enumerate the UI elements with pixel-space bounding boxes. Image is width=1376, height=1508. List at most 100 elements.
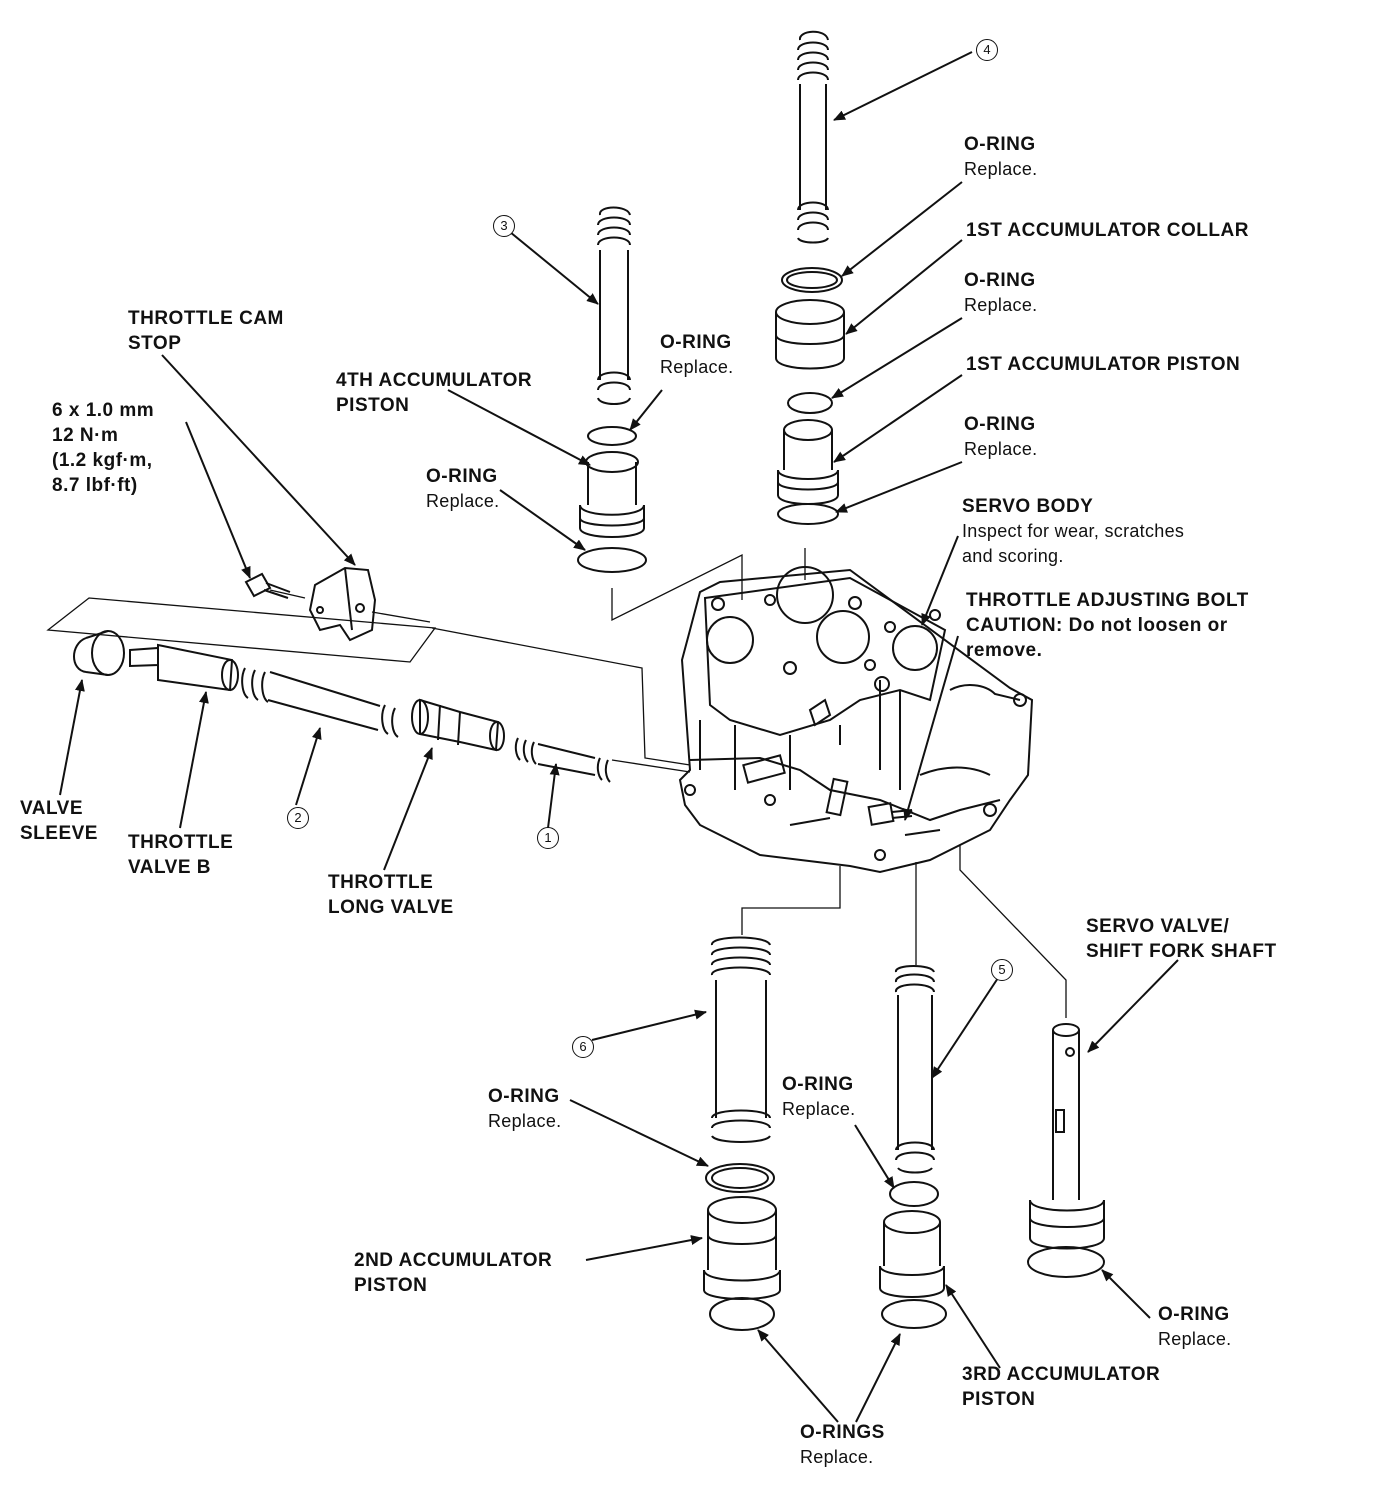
label-oring-third: O-RING Replace. <box>782 1072 855 1122</box>
label-line: THROTTLE CAM <box>128 308 284 329</box>
label-line: (1.2 kgf·m, <box>52 450 153 471</box>
label-line: 6 x 1.0 mm <box>52 400 155 421</box>
label-orings-bottom: O-RINGS Replace. <box>800 1420 885 1470</box>
label-oring-collar: O-RING Replace. <box>964 268 1037 318</box>
label-servo-valve-shift-fork-shaft: SERVO VALVE/ SHIFT FORK SHAFT <box>1086 914 1277 964</box>
label-line: 12 N·m <box>52 425 119 446</box>
servo-valve-oring-part <box>1027 1246 1105 1278</box>
throttle-cam-stop-part <box>308 566 377 642</box>
label-throttle-valve-b: THROTTLE VALVE B <box>128 830 233 880</box>
first-accumulator-piston-oring-part <box>787 392 833 414</box>
label-third-accumulator-piston: 3RD ACCUMULATOR PISTON <box>962 1362 1160 1412</box>
label-throttle-cam-stop: THROTTLE CAM STOP <box>128 306 284 356</box>
label-oring-fourth-upper: O-RING Replace. <box>660 330 733 380</box>
label-valve-sleeve: VALVE SLEEVE <box>20 796 98 846</box>
label-oring-servo: O-RING Replace. <box>1158 1302 1231 1352</box>
callout-1: 1 <box>537 827 559 849</box>
label-line: VALVE <box>20 798 84 819</box>
label-first-accumulator-collar: 1ST ACCUMULATOR COLLAR <box>966 218 1249 243</box>
first-accumulator-lower-oring-part <box>777 503 839 525</box>
label-note: Replace. <box>660 357 734 377</box>
label-second-accumulator-piston: 2ND ACCUMULATOR PISTON <box>354 1248 552 1298</box>
label-title: SERVO BODY <box>962 496 1094 517</box>
label-line: 4TH ACCUMULATOR <box>336 370 533 391</box>
label-line: 3RD ACCUMULATOR <box>962 1364 1161 1385</box>
spring-5-part <box>895 965 935 1174</box>
label-title: 1ST ACCUMULATOR PISTON <box>966 354 1241 375</box>
label-oring-fourth-lower: O-RING Replace. <box>426 464 499 514</box>
label-line: 2ND ACCUMULATOR <box>354 1250 553 1271</box>
third-accumulator-piston-part <box>879 1210 945 1298</box>
label-note: Replace. <box>1158 1329 1232 1349</box>
spring-1-part <box>514 737 611 783</box>
label-throttle-long-valve: THROTTLE LONG VALVE <box>328 870 454 920</box>
first-accumulator-piston-part <box>777 419 839 505</box>
label-title: O-RING <box>488 1086 560 1107</box>
label-oring-first-piston: O-RING Replace. <box>964 412 1037 462</box>
label-note: Inspect for wear, scratches <box>962 521 1185 541</box>
label-title: O-RING <box>964 270 1036 291</box>
callout-3: 3 <box>493 215 515 237</box>
spring-4-part <box>797 30 829 244</box>
label-throttle-adjusting-bolt: THROTTLE ADJUSTING BOLT CAUTION: Do not … <box>966 588 1249 663</box>
label-line: VALVE B <box>128 857 212 878</box>
label-caution: CAUTION: Do not loosen or <box>966 615 1228 636</box>
throttle-valve-b-part <box>129 643 239 692</box>
label-note: Replace. <box>426 491 500 511</box>
label-title: THROTTLE ADJUSTING BOLT <box>966 590 1249 611</box>
label-line: PISTON <box>354 1275 428 1296</box>
spring-6-part <box>710 936 771 1143</box>
third-accumulator-oring-part <box>889 1181 939 1207</box>
servo-valve-shaft-part <box>1029 1023 1105 1250</box>
first-accumulator-collar-part <box>775 299 845 370</box>
label-line: THROTTLE <box>328 872 434 893</box>
label-title: 1ST ACCUMULATOR COLLAR <box>966 220 1249 241</box>
label-title: O-RING <box>1158 1304 1230 1325</box>
spring-2-part <box>241 667 399 738</box>
label-note: Replace. <box>782 1099 856 1119</box>
label-title: O-RING <box>660 332 732 353</box>
label-bolt-spec: 6 x 1.0 mm 12 N·m (1.2 kgf·m, 8.7 lbf·ft… <box>52 398 154 498</box>
label-line: SERVO VALVE/ <box>1086 916 1230 937</box>
label-line: SHIFT FORK SHAFT <box>1086 941 1277 962</box>
fourth-accumulator-lower-oring-part <box>577 547 647 573</box>
label-note: Replace. <box>488 1111 562 1131</box>
label-servo-body: SERVO BODY Inspect for wear, scratches a… <box>962 494 1184 569</box>
fourth-accumulator-oring-part <box>587 426 637 446</box>
label-line: THROTTLE <box>128 832 234 853</box>
label-oring-top: O-RING Replace. <box>964 132 1037 182</box>
alignment-lines <box>46 548 1067 1018</box>
label-line: PISTON <box>336 395 410 416</box>
spring-3-part <box>597 206 631 405</box>
callout-5: 5 <box>991 959 1013 981</box>
label-line: 8.7 lbf·ft) <box>52 475 138 496</box>
mounting-bolt-part <box>244 572 291 599</box>
label-title: O-RING <box>782 1074 854 1095</box>
label-line: SLEEVE <box>20 823 98 844</box>
leader-arrows <box>59 51 1179 1423</box>
third-accumulator-lower-oring-part <box>881 1299 947 1329</box>
label-line: PISTON <box>962 1389 1036 1410</box>
label-line: STOP <box>128 333 182 354</box>
valve-sleeve-part <box>73 630 125 676</box>
label-title: O-RINGS <box>800 1422 885 1443</box>
throttle-long-valve-part <box>411 698 505 752</box>
label-note: Replace. <box>964 439 1038 459</box>
label-title: O-RING <box>964 134 1036 155</box>
label-oring-second: O-RING Replace. <box>488 1084 561 1134</box>
label-first-accumulator-piston: 1ST ACCUMULATOR PISTON <box>966 352 1240 377</box>
second-accumulator-lower-oring-part <box>709 1297 775 1331</box>
first-accumulator-collar-oring-part <box>781 267 843 293</box>
label-note: and scoring. <box>962 546 1064 566</box>
callout-6: 6 <box>572 1036 594 1058</box>
label-line: LONG VALVE <box>328 897 454 918</box>
label-note: Replace. <box>800 1447 874 1467</box>
label-caution-cont: remove. <box>966 640 1043 661</box>
callout-4: 4 <box>976 39 998 61</box>
label-title: O-RING <box>426 466 498 487</box>
label-fourth-accumulator-piston: 4TH ACCUMULATOR PISTON <box>336 368 532 418</box>
label-note: Replace. <box>964 295 1038 315</box>
second-accumulator-oring-part <box>705 1163 775 1193</box>
